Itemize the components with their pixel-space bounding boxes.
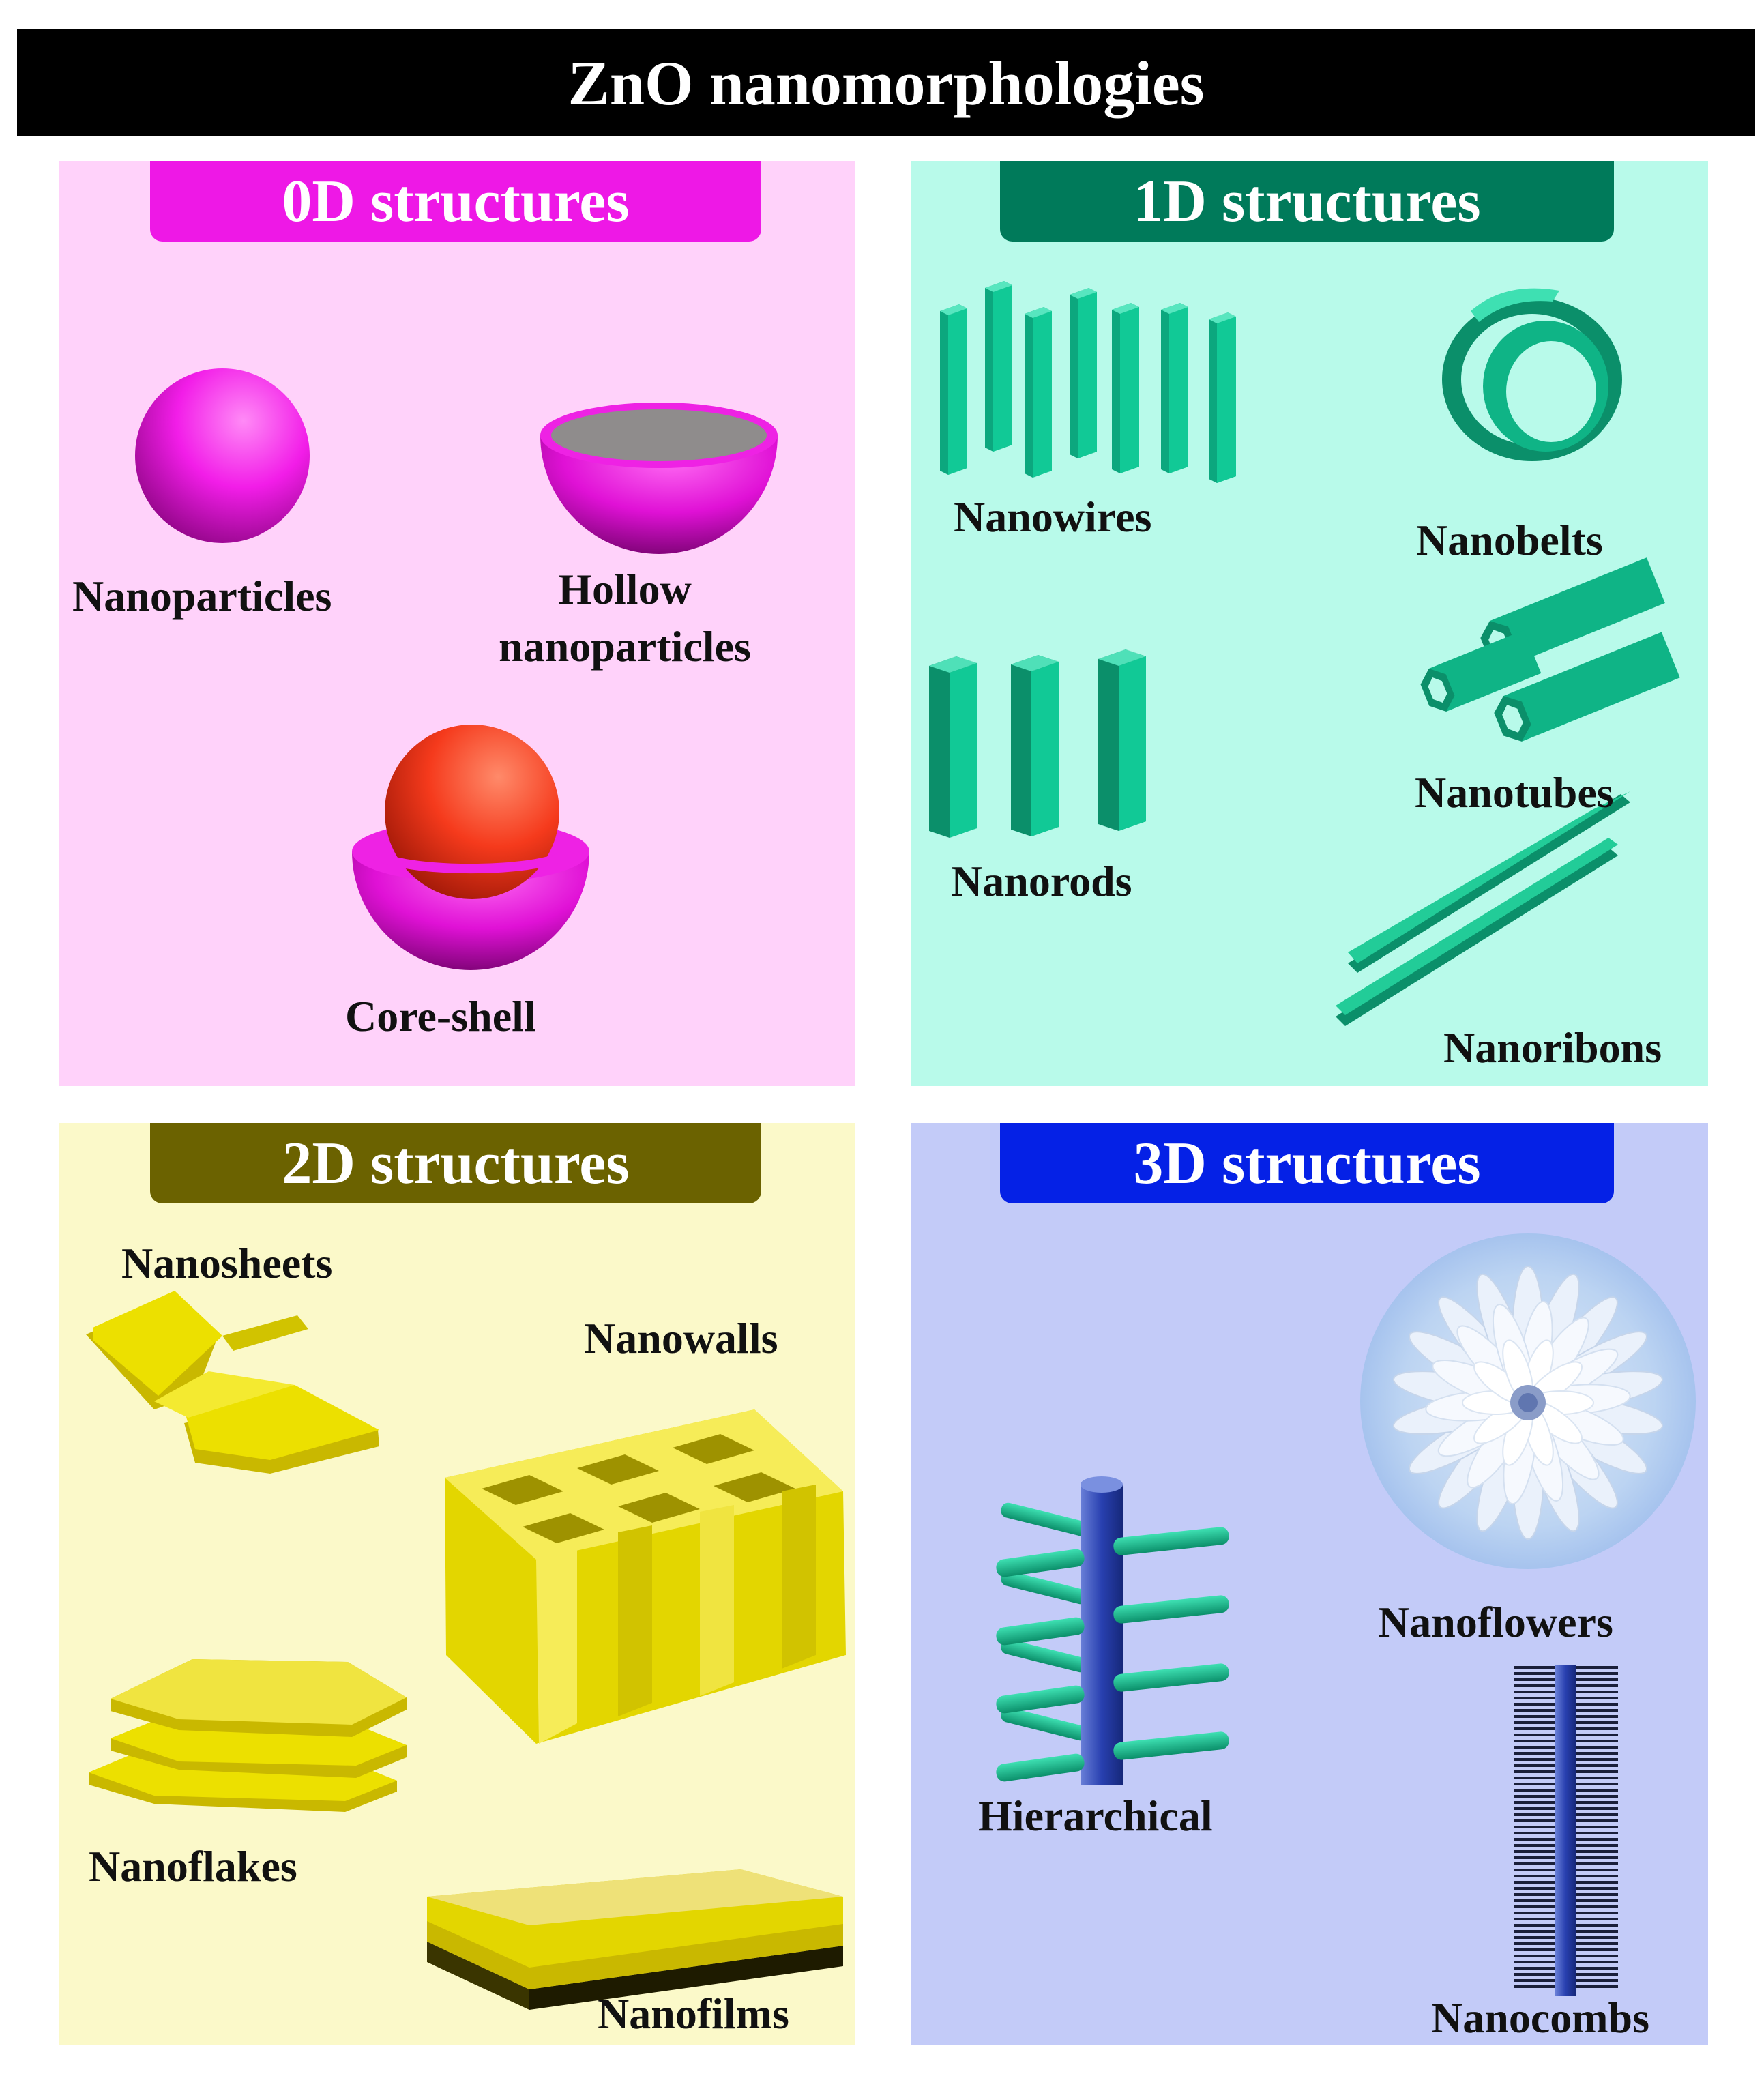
nanorods-shape xyxy=(929,649,1146,838)
label-nanosheets: Nanosheets xyxy=(121,1239,333,1287)
label-hierarchical: Hierarchical xyxy=(978,1792,1213,1840)
panel-3d-graphics xyxy=(996,1233,1696,1996)
tab-0d: 0D structures xyxy=(150,161,761,242)
label-nanoflakes: Nanoflakes xyxy=(89,1842,297,1890)
tab-0d-label: 0D structures xyxy=(282,168,630,235)
label-nanofilms: Nanofilms xyxy=(598,1989,789,2038)
nanowalls-shape xyxy=(445,1409,846,1744)
panel-2d: 2D structures Nanosheets Nanowalls Nanof… xyxy=(59,1123,855,2045)
label-nanowalls: Nanowalls xyxy=(584,1314,778,1362)
panel-1d: 1D structures Nanowires Nanobelts Nanotu… xyxy=(911,161,1708,1086)
hierarchical-branches-front xyxy=(996,1527,1229,1782)
label-nanobelts: Nanobelts xyxy=(1416,516,1603,564)
panel-2d-graphics xyxy=(86,1291,846,2010)
label-nanotubes: Nanotubes xyxy=(1415,768,1614,817)
figure-title: ZnO nanomorphologies xyxy=(568,48,1205,118)
panel-0d: 0D structures Nanoparticles Hollow nanop… xyxy=(59,161,855,1086)
nanowires-shape xyxy=(940,281,1236,483)
tab-1d: 1D structures xyxy=(1000,161,1614,242)
nanoribons-shape xyxy=(1336,791,1630,1026)
panel-3d: 3D structures Nanoflowers Hierarchical N… xyxy=(911,1123,1708,2045)
nanobelts-shape xyxy=(1442,288,1622,461)
tab-3d-label: 3D structures xyxy=(1133,1130,1481,1197)
label-nanoflowers: Nanoflowers xyxy=(1378,1598,1613,1646)
label-nanocombs: Nanocombs xyxy=(1431,1993,1650,2042)
tab-1d-label: 1D structures xyxy=(1133,168,1481,235)
label-core-shell: Core-shell xyxy=(345,992,536,1040)
label-hollow-line2: nanoparticles xyxy=(499,622,751,671)
nanoparticle-sphere xyxy=(135,368,310,543)
nanocomb-shape xyxy=(1514,1665,1618,1996)
label-nanorods: Nanorods xyxy=(951,857,1132,905)
core-shell-shape xyxy=(352,725,589,970)
nanosheets-shape xyxy=(86,1291,379,1474)
label-nanoparticles: Nanoparticles xyxy=(72,572,332,620)
nanoflakes-shape xyxy=(89,1659,407,1812)
tab-2d: 2D structures xyxy=(150,1123,761,1203)
label-hollow-line1: Hollow xyxy=(558,565,692,613)
hierarchical-shape xyxy=(996,1476,1229,1785)
nanotubes-shape xyxy=(1420,557,1680,742)
tab-3d: 3D structures xyxy=(1000,1123,1614,1203)
hollow-nanoparticle-shape xyxy=(540,403,778,554)
panel-0d-graphics xyxy=(135,368,778,970)
panel-1d-graphics xyxy=(929,281,1680,1026)
nanoflower-shape xyxy=(1360,1233,1696,1569)
hierarchical-branches-back xyxy=(1001,1502,1088,1741)
nanofilms-shape xyxy=(427,1869,843,2010)
title-bar: ZnO nanomorphologies xyxy=(17,29,1755,136)
tab-2d-label: 2D structures xyxy=(282,1130,630,1197)
label-nanowires: Nanowires xyxy=(954,493,1152,541)
label-nanoribons: Nanoribons xyxy=(1443,1023,1662,1072)
